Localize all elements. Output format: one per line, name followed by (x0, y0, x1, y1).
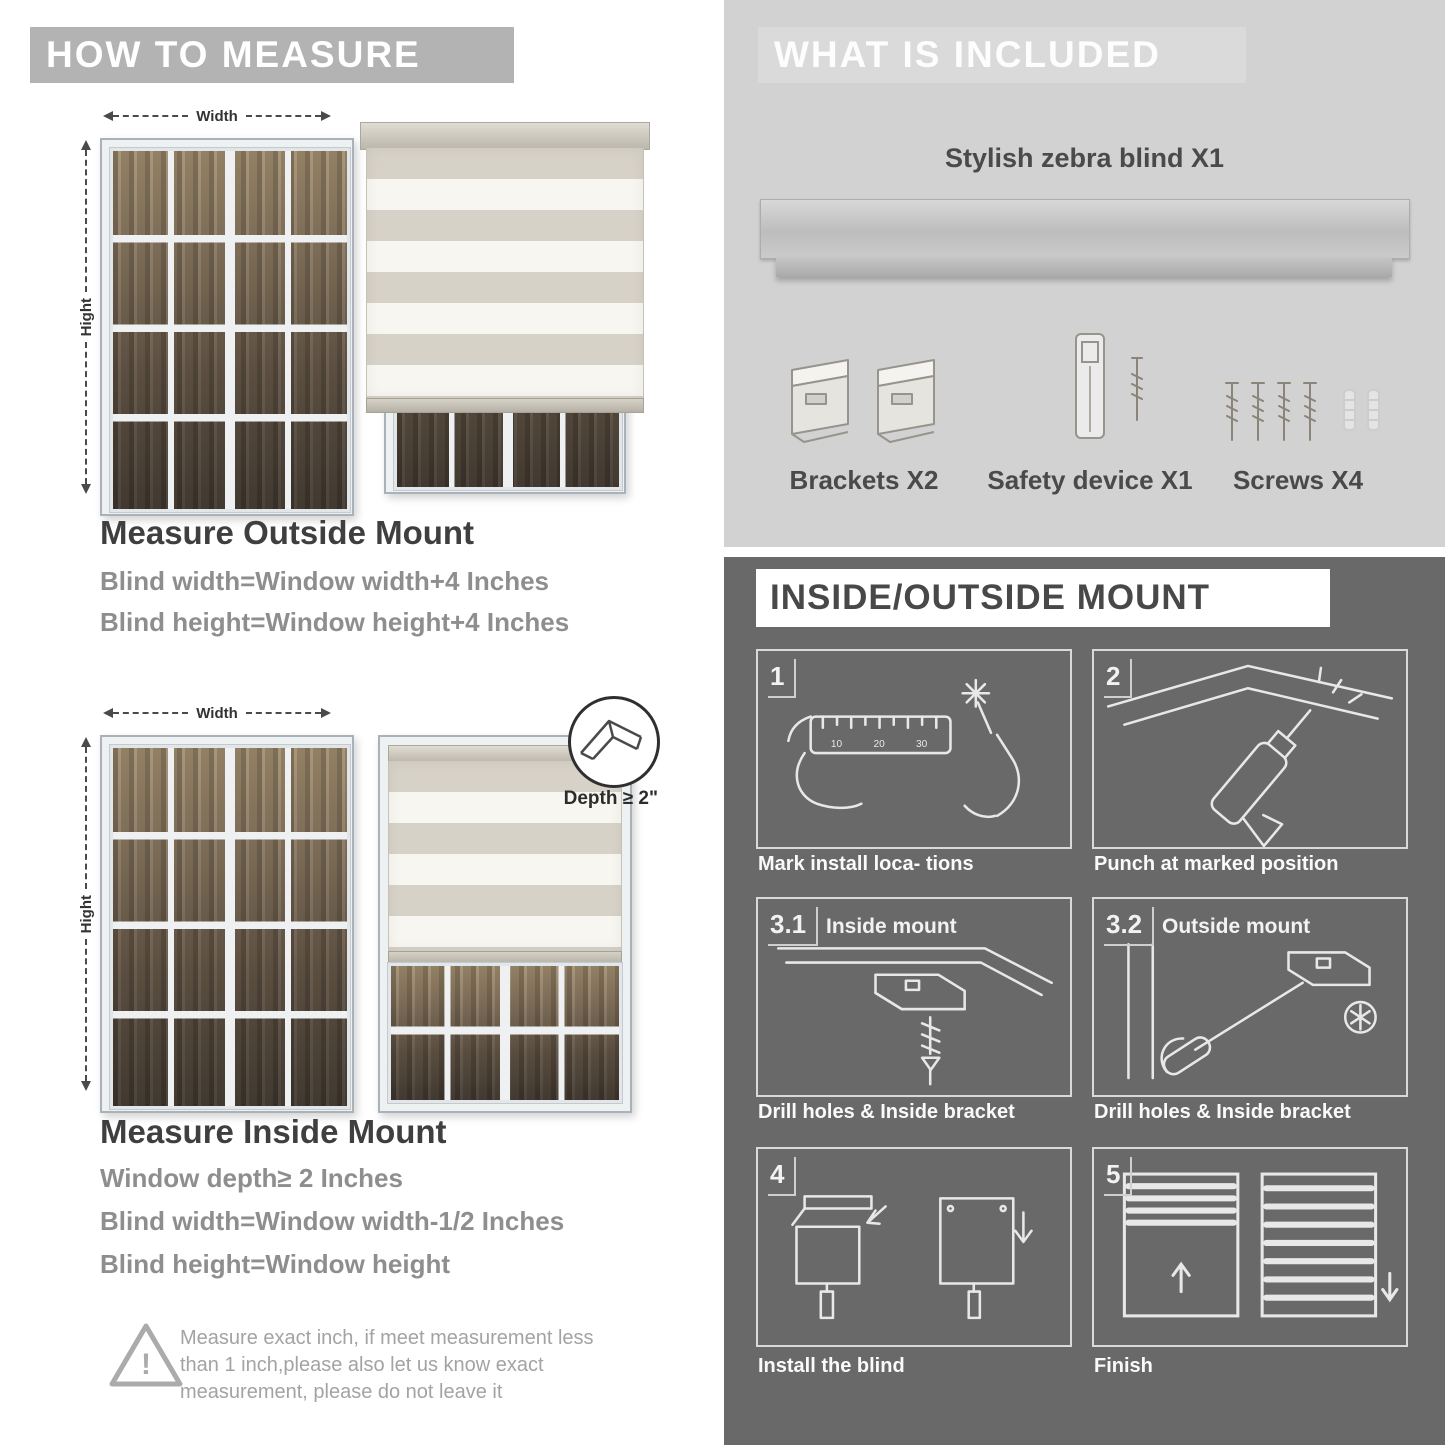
width-measure-inside: Width (103, 704, 332, 722)
brackets-label: Brackets X2 (789, 465, 939, 495)
blind-valance-graphic (776, 257, 1392, 277)
step-5-illustration (1122, 1172, 1399, 1318)
dashed-line (85, 747, 87, 889)
brackets-icon (791, 359, 935, 443)
dashed-line (85, 342, 87, 485)
warning-icon: ! (109, 1323, 183, 1387)
window-glass (109, 744, 351, 1110)
svg-text:20: 20 (873, 739, 885, 750)
blind-item-label: Stylish zebra blind X1 (944, 143, 1225, 173)
step-3-1-caption: Drill holes & Inside bracket (758, 1101, 1015, 1123)
inside-rule-height: Blind height=Window height (100, 1249, 450, 1279)
blind-headrail (360, 122, 650, 150)
step-3-2-caption: Drill holes & Inside bracket (1094, 1101, 1351, 1123)
step-number: 2 (1104, 659, 1133, 698)
zebra-blind-outside-illustration (360, 122, 650, 494)
inside-rule-width: Blind width=Window width-1/2 Inches (100, 1206, 565, 1236)
dashed-line (245, 115, 322, 117)
height-label: Hight (77, 894, 95, 934)
screws-label: Screws X4 (1232, 465, 1364, 495)
warning-text: Measure exact inch, if meet measurement … (180, 1327, 594, 1403)
screws-icon (1225, 382, 1380, 441)
step-5-caption: Finish (1094, 1355, 1153, 1377)
window-glass (109, 147, 351, 513)
zebra-stripes (388, 761, 622, 951)
step-title: Outside mount (1162, 915, 1311, 938)
step-3-1-illustration (776, 947, 1054, 1086)
arrow-right-icon (321, 111, 332, 121)
mount-banner: INSIDE/OUTSIDE MOUNT (756, 569, 1330, 627)
depth-label: Depth ≥ 2" (563, 788, 658, 809)
blind-bottomrail (366, 398, 644, 413)
what-is-included-section: WHAT IS INCLUDED Stylish zebra blind X1 (724, 0, 1445, 547)
step-1-box: 1 10 20 30 (756, 649, 1072, 849)
window-corner-detail-icon (580, 719, 643, 761)
step-1-illustration: 10 20 30 (787, 678, 1021, 819)
zebra-blind-inside-illustration (378, 735, 632, 1113)
step-number: 1 (768, 659, 797, 698)
dashed-line (113, 115, 189, 117)
step-number: 3.2 (1104, 907, 1155, 946)
dashed-line (113, 712, 189, 714)
warning-mark: ! (141, 1348, 151, 1381)
dashed-line (245, 712, 322, 714)
svg-text:10: 10 (831, 739, 843, 750)
arrow-left-icon (103, 708, 113, 718)
arrow-up-icon (81, 737, 91, 747)
safety-device-icon (1075, 333, 1143, 439)
step-2-illustration (1106, 664, 1394, 847)
step-number: 3.1 (768, 907, 819, 946)
window-opening (387, 745, 623, 1104)
step-2-caption: Punch at marked position (1094, 853, 1339, 875)
dashed-line (85, 939, 87, 1082)
step-5-box: 5 (1092, 1147, 1408, 1347)
dashed-line (85, 150, 87, 292)
outside-mount-heading: Measure Outside Mount (100, 514, 475, 551)
step-1-caption: Mark install loca- tions (758, 853, 974, 875)
inside-outside-mount-section: INSIDE/OUTSIDE MOUNT 1 10 20 30 Mark insta… (724, 557, 1445, 1445)
arrow-up-icon (81, 140, 91, 150)
step-2-box: 2 (1092, 649, 1408, 849)
step-title: Inside mount (826, 915, 957, 938)
window-illustration-outside (100, 138, 354, 516)
step-4-illustration (791, 1195, 1033, 1320)
height-measure-outside: Hight (77, 140, 95, 495)
step-number: 4 (768, 1157, 797, 1196)
arrow-down-icon (81, 1081, 91, 1092)
svg-text:30: 30 (916, 739, 928, 750)
outside-rule-height: Blind height=Window height+4 Inches (100, 607, 570, 637)
inside-rule-depth: Window depth≥ 2 Inches (100, 1163, 403, 1193)
zebra-stripes (366, 148, 644, 398)
width-label: Width (196, 704, 238, 722)
outside-rule-width: Blind width=Window width+4 Inches (100, 566, 549, 596)
how-to-measure-banner: HOW TO MEASURE (30, 27, 514, 83)
step-4-box: 4 (756, 1147, 1072, 1347)
safety-device-label: Safety device X1 (987, 465, 1193, 495)
what-is-included-banner: WHAT IS INCLUDED (758, 27, 1246, 83)
depth-callout-circle (568, 696, 660, 788)
width-label: Width (196, 107, 238, 125)
blind-headrail-graphic (760, 199, 1410, 259)
step-3-2-illustration (1127, 943, 1377, 1080)
step-3-1-box: 3.1 Inside mount (756, 897, 1072, 1097)
arrow-down-icon (81, 484, 91, 495)
step-number: 5 (1104, 1157, 1133, 1196)
inside-mount-heading: Measure Inside Mount (100, 1113, 447, 1150)
arrow-left-icon (103, 111, 113, 121)
window-glass (387, 962, 623, 1104)
window-illustration-inside (100, 735, 354, 1113)
step-4-caption: Install the blind (758, 1355, 905, 1377)
width-measure-outside: Width (103, 107, 332, 125)
arrow-right-icon (321, 708, 332, 718)
height-label: Hight (77, 297, 95, 337)
step-3-2-box: 3.2 Outside mount (1092, 897, 1408, 1097)
height-measure-inside: Hight (77, 737, 95, 1092)
